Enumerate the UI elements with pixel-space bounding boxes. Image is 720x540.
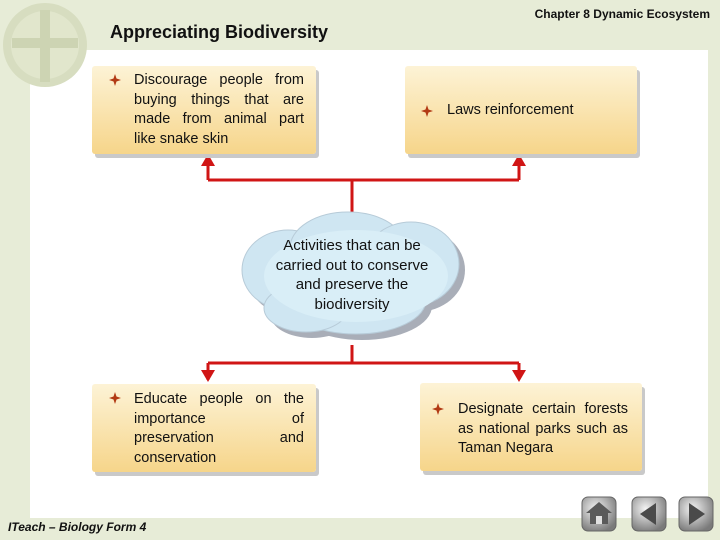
card-text: Discourage people from buying things tha… [134,72,304,147]
forward-button[interactable] [678,496,714,532]
footer-label: ITeach – Biology Form 4 [8,520,147,534]
chapter-label: Chapter 8 Dynamic Ecosystem [534,7,710,21]
center-node-label: Activities that can be carried out to co… [275,237,429,313]
card-bottom-right: Designate certain forests as national pa… [420,383,642,471]
triangle-right-icon [678,496,714,532]
cross-watermark-icon [3,3,87,87]
back-button[interactable] [631,496,667,532]
triangle-left-icon [631,496,667,532]
card-text: Laws reinforcement [447,102,574,118]
card-bottom-left: Educate people on the importance of pres… [92,384,316,472]
bullet-icon [109,392,121,404]
card-top-left: Discourage people from buying things tha… [92,66,316,154]
arrowhead-bottom-left [201,370,215,382]
arrowhead-bottom-right [512,370,526,382]
home-button[interactable] [581,496,617,532]
arrowhead-top-left [201,154,215,166]
arrowhead-top-right [512,154,526,166]
home-icon [581,496,617,532]
bullet-icon [432,403,444,415]
card-text: Designate certain forests as national pa… [458,401,628,456]
cloud-shape [241,211,465,340]
card-top-right: Laws reinforcement [405,66,637,154]
bullet-icon [421,105,433,117]
page-title: Appreciating Biodiversity [110,22,329,42]
card-text: Educate people on the importance of pres… [134,391,304,466]
bullet-icon [109,74,121,86]
